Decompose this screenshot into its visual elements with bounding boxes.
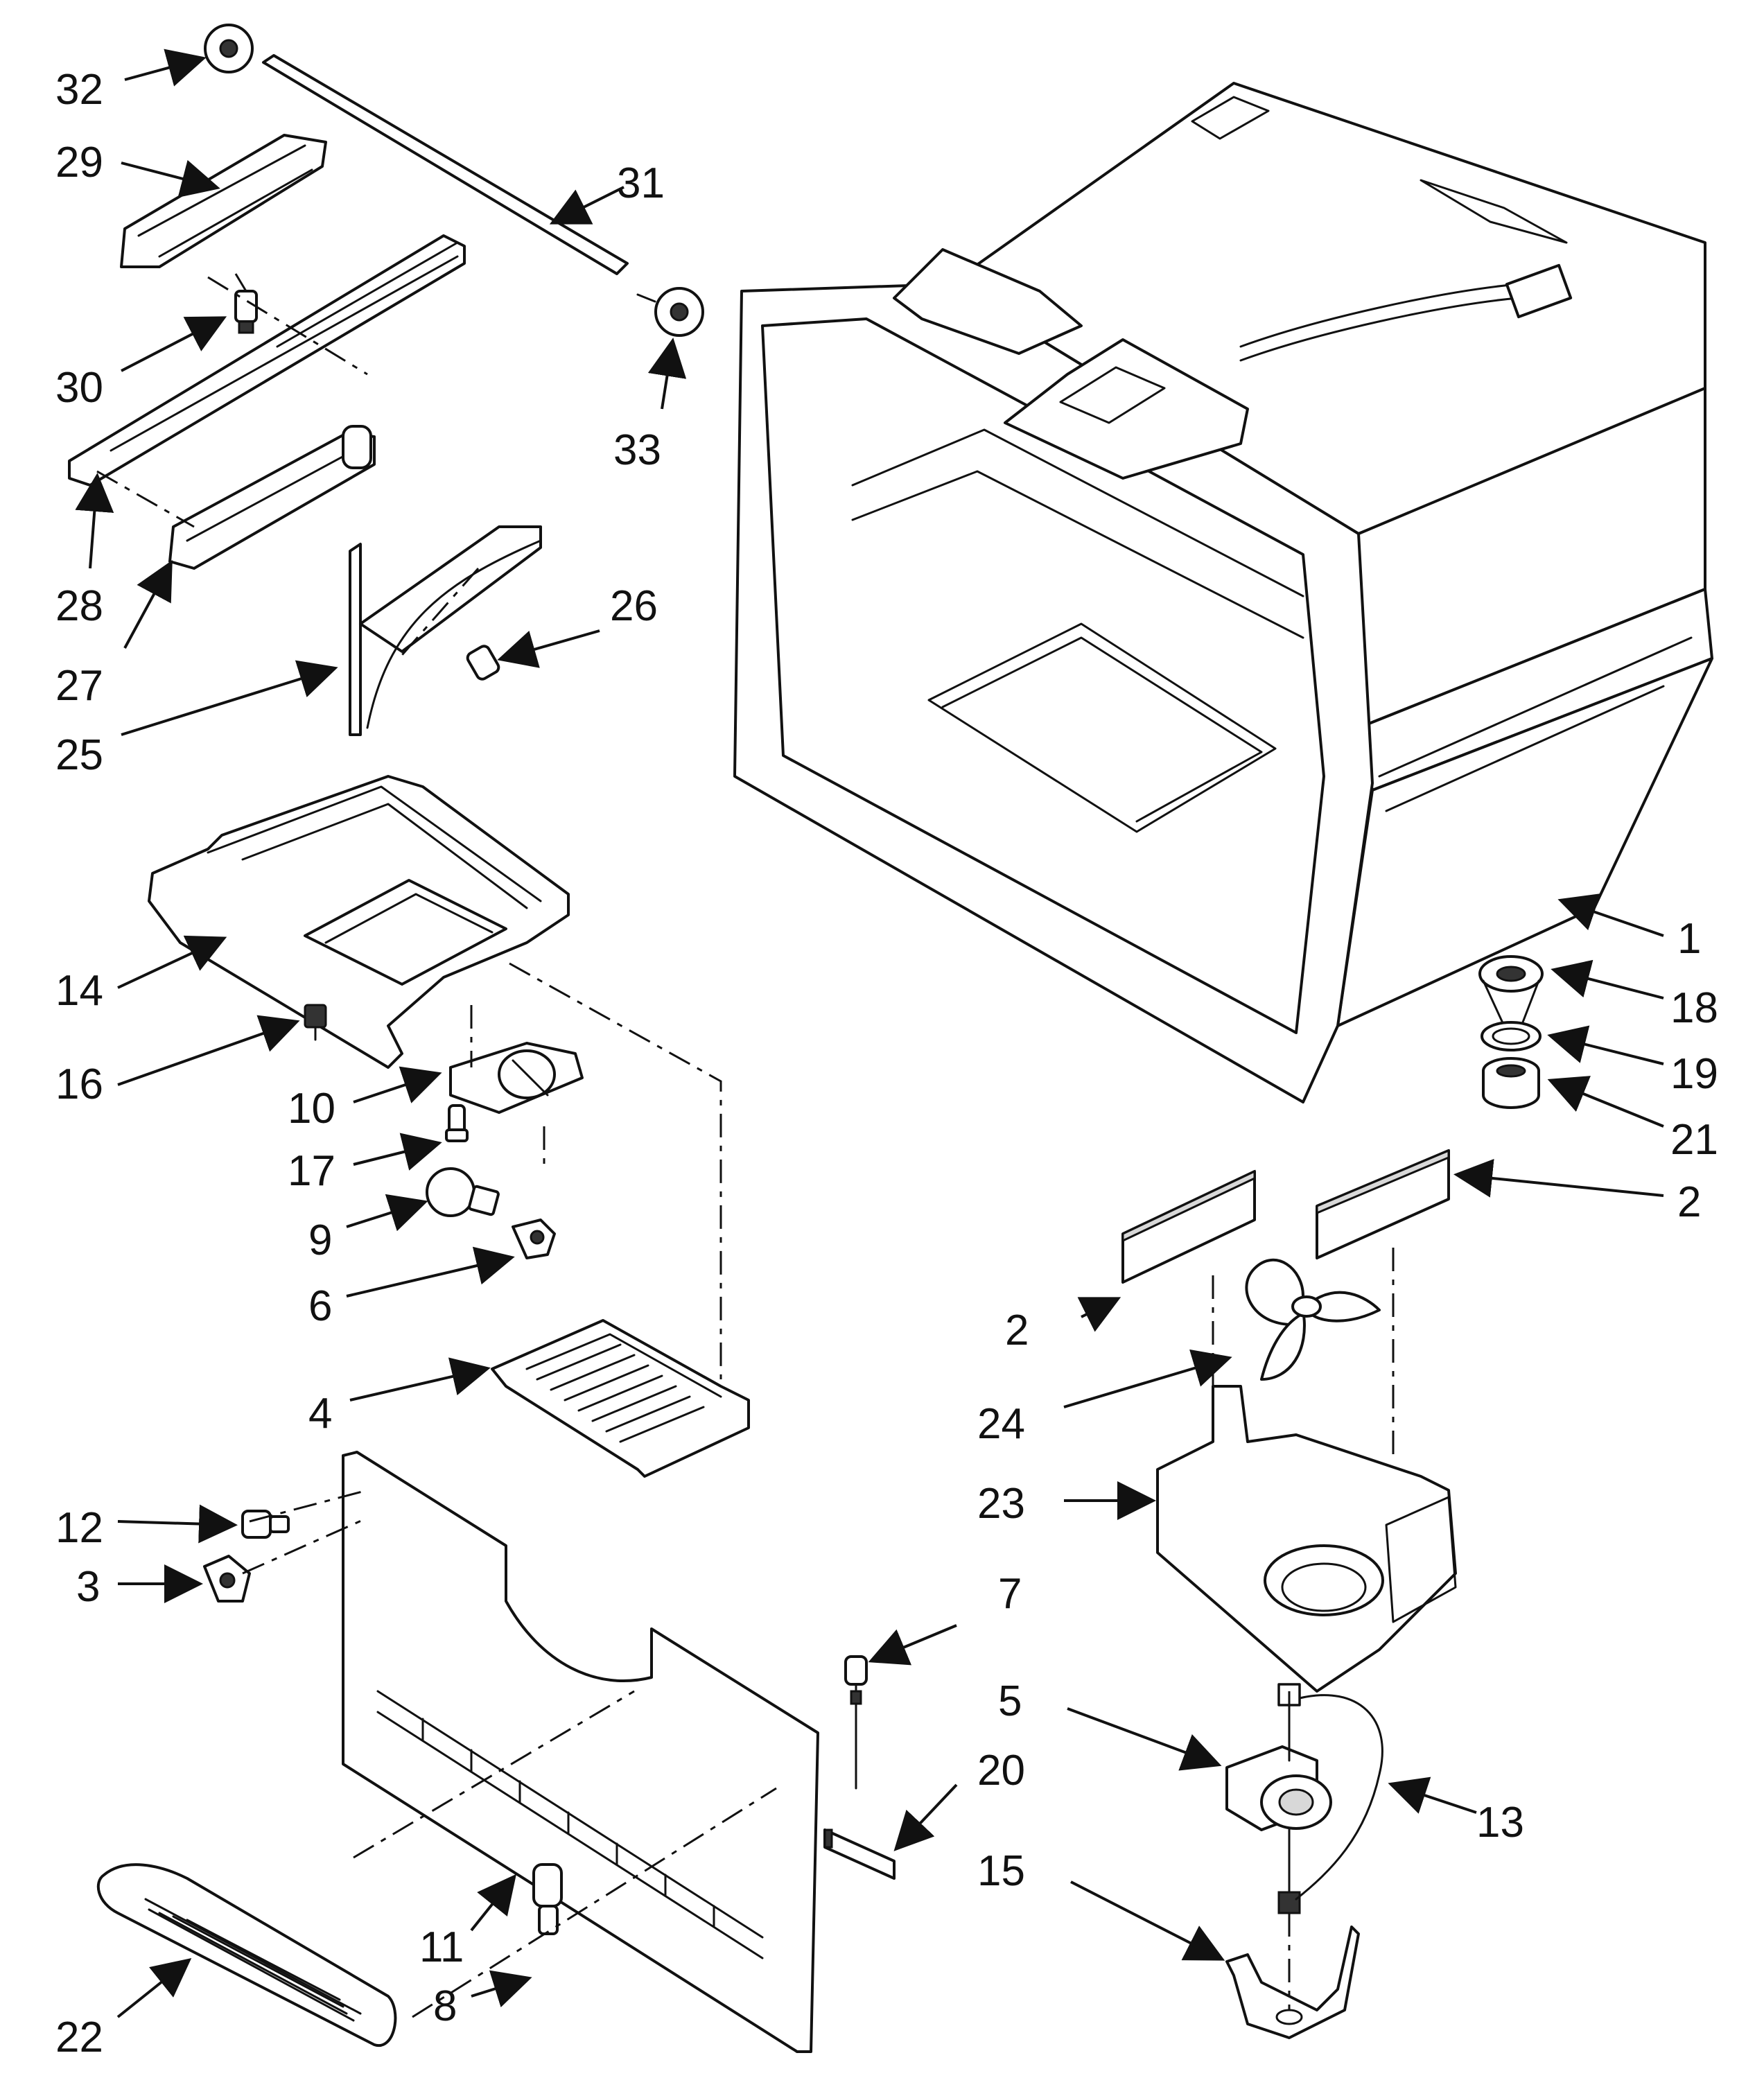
callout-14: 14 xyxy=(55,967,103,1015)
callout-8: 8 xyxy=(433,1982,457,2030)
part-2-foam-pad-right xyxy=(1316,1149,1450,1259)
callout-32: 32 xyxy=(55,66,103,114)
part-11-panel xyxy=(342,1451,819,2053)
part-2-foam-pad-left xyxy=(1121,1169,1256,1284)
callout-16: 16 xyxy=(55,1060,103,1108)
callout-11: 11 xyxy=(419,1923,464,1971)
part-23-fan-shroud xyxy=(1156,1385,1457,1693)
part-13-wire-harness xyxy=(1295,1694,1383,1901)
callout-19: 19 xyxy=(1670,1050,1718,1098)
part-7-probe xyxy=(844,1655,868,1790)
part-12-screw xyxy=(241,1510,290,1539)
part-15-motor-bracket xyxy=(1225,1926,1360,2039)
callout-18: 18 xyxy=(1670,984,1718,1032)
callout-2-left: 2 xyxy=(1005,1307,1029,1354)
callout-17: 17 xyxy=(288,1147,335,1195)
callout-23: 23 xyxy=(977,1480,1025,1528)
callout-28: 28 xyxy=(55,582,103,630)
part-33-gear xyxy=(636,287,704,337)
part-6-lamp-socket xyxy=(512,1219,556,1259)
callout-6: 6 xyxy=(308,1282,332,1330)
part-18-drain-trough xyxy=(1478,955,1544,1027)
part-28-slide-rail xyxy=(68,234,466,487)
part-29-slide-bracket xyxy=(120,134,327,268)
callout-12: 12 xyxy=(55,1504,103,1552)
part-21-drain-cap xyxy=(1482,1057,1540,1109)
part-26-screw xyxy=(466,645,500,681)
part-22-grille xyxy=(96,1863,397,2048)
callout-labels: 32 29 31 30 33 28 27 26 25 14 16 10 17 9… xyxy=(55,66,1718,2061)
part-19-drain-seal xyxy=(1481,1021,1542,1051)
part-32-gear xyxy=(204,24,254,73)
callout-27: 27 xyxy=(55,662,103,710)
callout-30: 30 xyxy=(55,364,103,412)
part-1-liner xyxy=(733,82,1713,1103)
part-4-tray xyxy=(491,1319,750,1478)
callout-22: 22 xyxy=(55,2014,103,2061)
callout-31: 31 xyxy=(617,159,665,207)
part-24-fan-blade xyxy=(1245,1258,1381,1381)
callout-9: 9 xyxy=(308,1216,332,1264)
part-14-housing xyxy=(148,775,570,1069)
callout-3: 3 xyxy=(76,1563,100,1611)
callout-29: 29 xyxy=(55,139,103,186)
part-16-clip xyxy=(304,1004,327,1041)
callout-25: 25 xyxy=(55,731,103,779)
callout-2-right: 2 xyxy=(1677,1178,1701,1226)
callout-5: 5 xyxy=(998,1677,1022,1725)
callout-1: 1 xyxy=(1677,915,1701,963)
callout-13: 13 xyxy=(1476,1799,1524,1846)
callout-33: 33 xyxy=(613,426,661,474)
part-17-screw xyxy=(445,1104,469,1142)
part-9-light-bulb xyxy=(426,1167,500,1217)
part-25-mounting-bracket xyxy=(349,525,542,736)
callout-20: 20 xyxy=(977,1747,1025,1795)
part-20-foam-strip xyxy=(823,1828,896,1880)
part-30-screw xyxy=(234,290,258,334)
part-31-shaft xyxy=(262,54,629,275)
callout-7: 7 xyxy=(998,1570,1022,1618)
callout-4: 4 xyxy=(308,1390,332,1438)
callout-24: 24 xyxy=(977,1400,1025,1448)
part-3-control-bracket xyxy=(203,1555,251,1603)
callout-21: 21 xyxy=(1670,1116,1718,1164)
part-27-slide-bracket xyxy=(168,425,376,570)
callout-10: 10 xyxy=(288,1085,335,1133)
callout-15: 15 xyxy=(977,1847,1025,1895)
leader-lines xyxy=(75,49,1664,2018)
part-10-lamp-housing xyxy=(449,1042,584,1114)
callout-26: 26 xyxy=(610,582,658,630)
part-8-socket xyxy=(532,1863,563,1935)
part-5-fan-motor xyxy=(1225,1683,1332,1914)
